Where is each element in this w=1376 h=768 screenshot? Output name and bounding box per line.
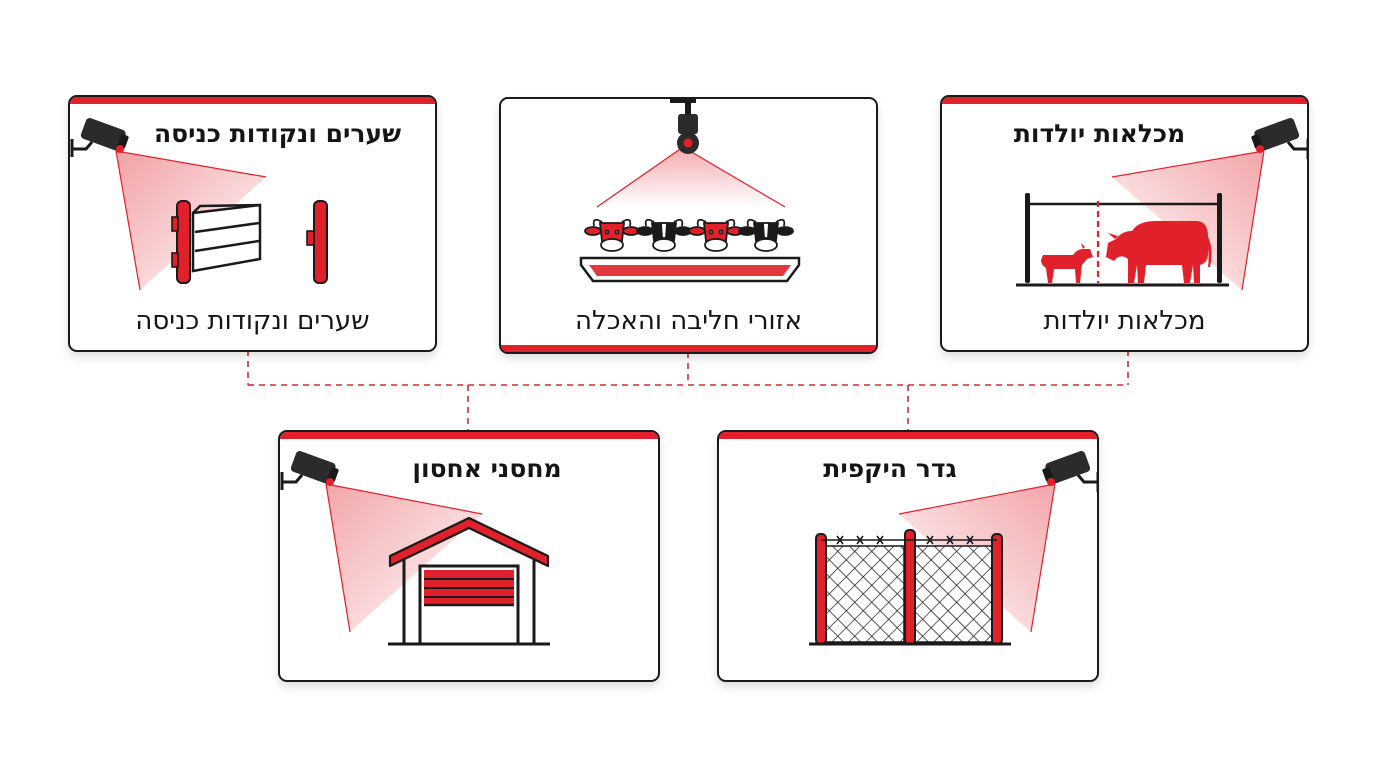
card-accent-stripe — [942, 97, 1307, 104]
security-camera-icon — [70, 118, 129, 157]
storage-illustration — [280, 451, 550, 646]
card-caption: שערים ונקודות כניסה — [135, 306, 370, 336]
barbed-wire-icon — [821, 535, 997, 545]
card-title: מכלאות יולדות — [1013, 119, 1186, 148]
card-accent-stripe — [280, 432, 658, 439]
security-camera-icon — [1042, 451, 1097, 492]
ceiling-camera-icon — [670, 99, 699, 154]
card-accent-stripe — [501, 345, 876, 352]
cow-head-icon — [688, 218, 744, 252]
cow-head-icon — [584, 218, 640, 252]
cow-heads-row — [584, 218, 794, 252]
security-camera-icon — [1251, 118, 1307, 159]
card-milking-feeding: אזורי חליבה והאכלה — [499, 97, 878, 354]
feeding-trough-icon — [579, 256, 801, 283]
card-caption: מכלאות יולדות — [1043, 306, 1206, 336]
card-storage-warehouses: מחסני אחסון — [278, 430, 660, 682]
calf-icon — [1041, 243, 1093, 283]
cow-head-icon — [636, 218, 692, 252]
gate-icon — [171, 200, 328, 284]
cow-icon — [1106, 221, 1212, 283]
security-camera-icon — [280, 451, 339, 490]
cow-head-icon — [738, 218, 794, 252]
gates-illustration — [70, 118, 328, 291]
calving-illustration — [1016, 118, 1307, 291]
card-accent-stripe — [719, 432, 1097, 439]
card-perimeter-fence: גדר היקפית — [717, 430, 1099, 682]
card-caption: אזורי חליבה והאכלה — [574, 306, 803, 336]
card-title: מחסני אחסון — [412, 454, 562, 483]
card-gates-entry-points: שערים ונקודות כניסה שערים ונקודות כניסה — [68, 95, 437, 352]
perimeter-illustration — [809, 451, 1097, 646]
pen-fence-icon — [1016, 193, 1229, 287]
chain-link-fence-icon — [809, 529, 1011, 646]
warehouse-icon — [388, 516, 550, 646]
card-accent-stripe — [70, 97, 435, 104]
card-title: גדר היקפית — [823, 454, 957, 483]
milking-illustration — [579, 99, 801, 283]
card-title: שערים ונקודות כניסה — [153, 119, 402, 148]
card-calving-pens: מכלאות יולדות מכלאות יולדות — [940, 95, 1309, 352]
